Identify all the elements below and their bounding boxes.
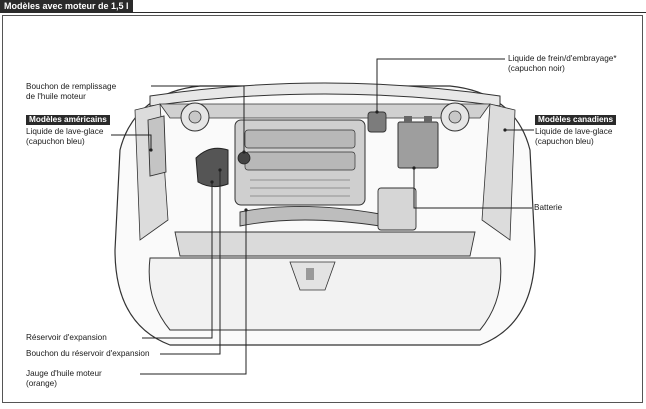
battery-shape bbox=[397, 121, 439, 169]
brake-fluid-label: Liquide de frein/d'embrayage* (capuchon … bbox=[508, 54, 617, 73]
oil-cap-label-line2: de l'huile moteur bbox=[26, 91, 86, 101]
dipstick-label: Jauge d'huile moteur (orange) bbox=[26, 369, 102, 388]
air-box bbox=[377, 187, 417, 231]
dipstick-label-line1: Jauge d'huile moteur bbox=[26, 369, 102, 378]
dipstick-label-line2: (orange) bbox=[26, 378, 57, 388]
radiator-support bbox=[174, 231, 476, 257]
oil-cap-shape bbox=[237, 151, 251, 165]
dipstick-leader bbox=[140, 210, 247, 375]
washer-ca-label-line2: (capuchon bleu) bbox=[535, 136, 594, 146]
expansion-tank-label: Réservoir d'expansion bbox=[26, 333, 107, 342]
brake-fluid-label-line2: (capuchon noir) bbox=[508, 63, 565, 73]
expansion-cap-label: Bouchon du réservoir d'expansion bbox=[26, 349, 150, 358]
brake-fluid-label-line1: Liquide de frein/d'embrayage* bbox=[508, 54, 617, 63]
battery-label: Batterie bbox=[534, 203, 563, 212]
right-fender bbox=[481, 103, 516, 241]
oil-cap-label: Bouchon de remplissage de l'huile moteur bbox=[26, 82, 116, 101]
header-bar: Modèles avec moteur de 1,5 l bbox=[0, 0, 646, 13]
expansion-cap-leader bbox=[160, 170, 221, 355]
cowl bbox=[159, 103, 491, 119]
diagram-frame bbox=[2, 15, 643, 403]
canada-models-tag: Modèles canadiens bbox=[535, 115, 617, 125]
us-models-tag: Modèles américains bbox=[26, 115, 110, 125]
washer-us-label: Liquide de lave-glace (capuchon bleu) bbox=[26, 127, 103, 146]
brake-reservoir-shape bbox=[367, 111, 387, 133]
washer-us-label-line1: Liquide de lave-glace bbox=[26, 127, 104, 136]
front-bumper bbox=[148, 257, 502, 331]
brake-leader bbox=[376, 58, 505, 112]
section-title: Modèles avec moteur de 1,5 l bbox=[0, 0, 133, 12]
washer-us-leader bbox=[111, 134, 152, 150]
washer-reservoir-shape bbox=[147, 115, 167, 177]
oil-cap-label-line1: Bouchon de remplissage bbox=[26, 82, 117, 91]
washer-ca-label: Liquide de lave-glace (capuchon bleu) bbox=[535, 127, 612, 146]
washer-ca-label-line1: Liquide de lave-glace bbox=[535, 127, 613, 136]
battery-leader bbox=[413, 168, 532, 209]
oil-cap-leader bbox=[151, 85, 245, 152]
expansion-tank-leader bbox=[142, 182, 213, 339]
washer-us-label-line2: (capuchon bleu) bbox=[26, 136, 85, 146]
